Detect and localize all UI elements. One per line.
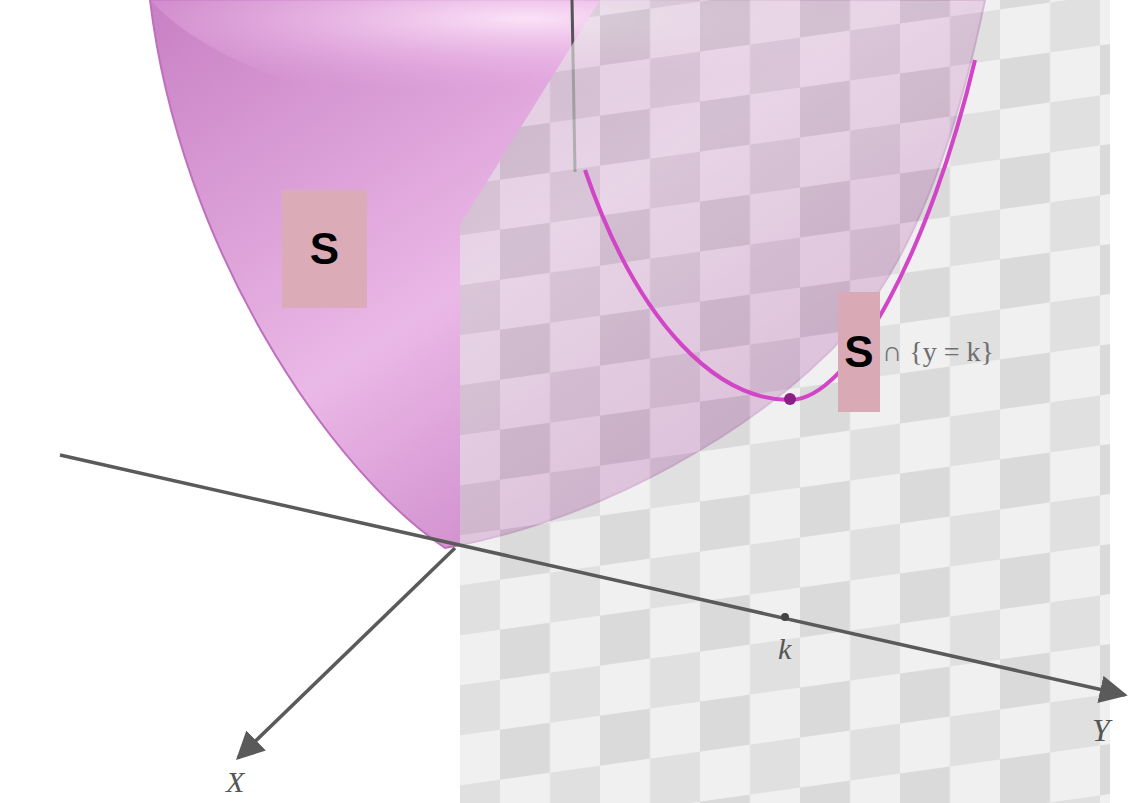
axis-label: Y xyxy=(1092,712,1110,749)
x-axis xyxy=(238,548,455,758)
plane-y-k xyxy=(460,0,1110,803)
intersection-label: ∩ {y = k} xyxy=(880,336,994,368)
axis-label: k xyxy=(778,632,791,666)
label-box: S xyxy=(282,190,367,308)
surface-label: S xyxy=(838,292,880,412)
vertex-point xyxy=(784,393,796,405)
label-box: S∩ {y = k} xyxy=(838,292,994,412)
k-point xyxy=(781,613,789,621)
surface-label: S xyxy=(282,190,367,308)
axis-label: X xyxy=(226,765,244,799)
y-axis xyxy=(60,455,1125,695)
